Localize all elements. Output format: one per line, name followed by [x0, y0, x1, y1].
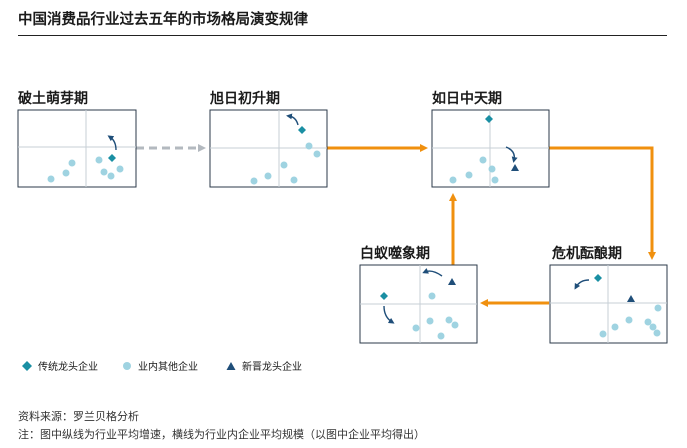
other-firm-point: [653, 329, 661, 337]
legend-item-incumbent: 传统龙头企业: [22, 358, 98, 373]
other-firm-point: [488, 165, 496, 173]
legend-label: 传统龙头企业: [38, 362, 98, 373]
diamond-icon: [22, 360, 32, 371]
other-firm-point: [625, 316, 633, 324]
movement-arrow: [574, 279, 590, 290]
other-firm-point: [62, 169, 70, 177]
other-firm-point: [250, 177, 258, 185]
stage-panel-4: [549, 264, 668, 344]
stage-label-3: 如日中天期: [432, 91, 502, 107]
stage-panel-5: [359, 264, 478, 344]
stage-panel-3: [431, 109, 550, 188]
movement-arrow: [422, 268, 443, 277]
other-firm-point: [654, 304, 662, 312]
other-firm-point: [107, 172, 115, 180]
legend-item-new-leader: 新晋龙头企业: [226, 358, 302, 373]
other-firm-point: [644, 318, 652, 326]
other-firm-point: [313, 150, 321, 158]
stage-label-2: 旭日初升期: [210, 91, 280, 107]
stage-panel-1: [17, 109, 137, 188]
other-firm-point: [428, 292, 436, 300]
new-leader-point: [627, 295, 635, 302]
axis-note: 注：图中纵线为行业平均增速，横线为行业内企业平均规模（以图中企业平均得出）: [18, 428, 425, 441]
other-firm-point: [280, 161, 288, 169]
stage-label-4: 危机酝酿期: [552, 246, 622, 262]
stage-label-1: 破土萌芽期: [18, 91, 88, 107]
other-firm-point: [465, 171, 473, 179]
incumbent-leader-point: [380, 292, 388, 300]
other-firm-point: [451, 321, 459, 329]
other-firm-point: [47, 175, 55, 183]
other-firm-point: [68, 159, 76, 167]
other-firm-point: [449, 176, 457, 184]
other-firm-point: [491, 176, 499, 184]
other-firm-point: [290, 176, 298, 184]
other-firm-point: [116, 165, 124, 173]
movement-arrow: [383, 305, 395, 324]
source-note: 资料来源：罗兰贝格分析: [18, 410, 139, 423]
other-firm-point: [649, 323, 657, 331]
circle-icon: [123, 361, 131, 370]
other-firm-point: [437, 332, 445, 340]
triangle-icon: [226, 361, 236, 370]
stage-label-5: 白蚁噬象期: [360, 246, 430, 262]
other-firm-point: [412, 324, 420, 332]
other-firm-point: [479, 156, 487, 164]
other-firm-point: [445, 316, 453, 324]
arrow-stage3-to-stage4: [549, 146, 656, 260]
other-firm-point: [100, 168, 108, 176]
movement-arrow: [286, 113, 299, 126]
legend-item-others: 业内其他企业: [122, 358, 198, 373]
new-leader-point: [448, 278, 456, 285]
other-firm-point: [611, 323, 619, 331]
movement-arrow: [505, 146, 518, 163]
new-leader-point: [511, 164, 519, 171]
other-firm-point: [305, 142, 313, 150]
incumbent-leader-point: [485, 115, 493, 123]
other-firm-point: [264, 172, 272, 180]
panel-frame: [17, 109, 137, 188]
movement-arrow: [107, 135, 117, 151]
legend-label: 新晋龙头企业: [242, 362, 302, 373]
stage-panel-2: [209, 109, 328, 188]
other-firm-point: [95, 156, 103, 164]
legend-label: 业内其他企业: [138, 362, 198, 373]
other-firm-point: [599, 330, 607, 338]
incumbent-leader-point: [594, 274, 602, 282]
page-title: 中国消费品行业过去五年的市场格局演变规律: [18, 12, 308, 28]
title-divider: [18, 35, 667, 36]
flow-arrows: [136, 144, 656, 307]
incumbent-leader-point: [298, 126, 306, 134]
incumbent-leader-point: [108, 154, 116, 162]
other-firm-point: [426, 317, 434, 325]
